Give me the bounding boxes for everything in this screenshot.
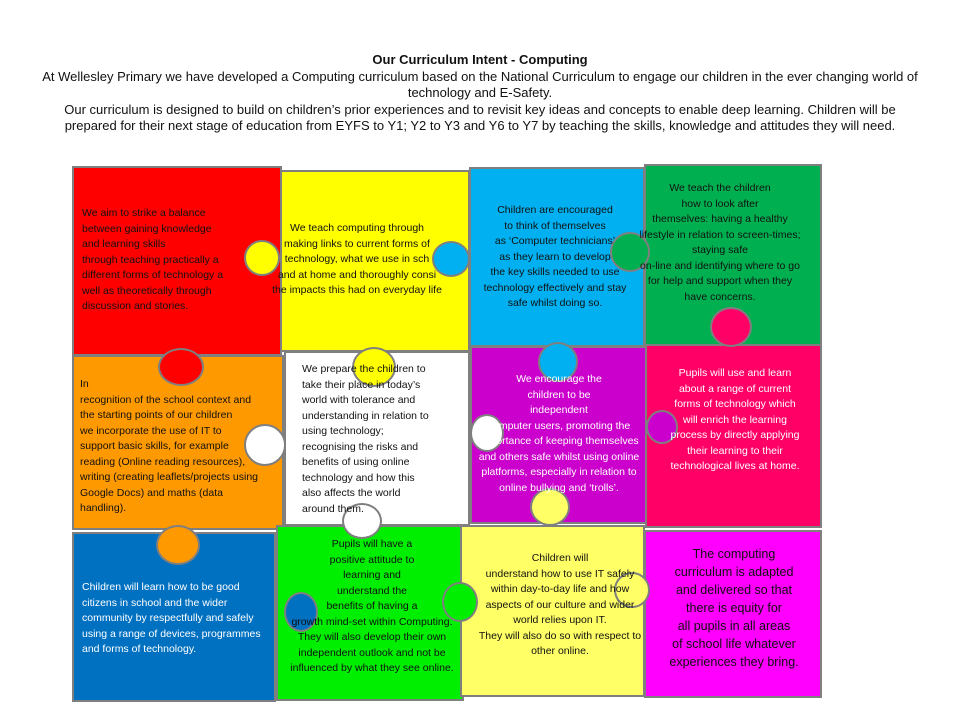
- puzzle-knob: [710, 307, 752, 347]
- puzzle-knob: [538, 342, 578, 382]
- puzzle-knob: [442, 582, 478, 622]
- piece-text-pink: Pupils will use and learn about a range …: [670, 367, 800, 472]
- puzzle-knob: [470, 414, 504, 452]
- intro-paragraph-1: At Wellesley Primary we have developed a…: [42, 68, 918, 101]
- puzzle-knob: [646, 410, 678, 444]
- piece-text-yellow-top: We teach computing through making links …: [272, 222, 442, 296]
- puzzle-knob: [530, 488, 570, 526]
- puzzle-piece-blue-bottom: [72, 532, 276, 702]
- puzzle-knob: [156, 525, 200, 565]
- puzzle-knob: [432, 241, 470, 277]
- puzzle-knob: [244, 240, 280, 276]
- puzzle-piece-lightyellow: [460, 525, 645, 697]
- piece-text-lightyellow: Children will understand how to use IT s…: [478, 552, 642, 657]
- puzzle-knob: [158, 348, 204, 386]
- piece-text-magenta: The computing curriculum is adapted and …: [669, 547, 799, 669]
- puzzle-knob: [284, 592, 318, 632]
- puzzle-knob: [352, 347, 396, 387]
- intro-paragraph-2: Our curriculum is designed to build on c…: [64, 101, 896, 134]
- puzzle-knob: [342, 503, 382, 539]
- puzzle-piece-magenta: [644, 530, 822, 698]
- piece-text-blue-top: Children are encouraged to think of them…: [483, 204, 627, 309]
- curriculum-header: Our Curriculum Intent - Computing At Wel…: [40, 52, 920, 135]
- piece-text-blue-bottom: Children will learn how to be good citiz…: [82, 581, 261, 655]
- piece-text-green-bottom: Pupils will have a positive attitude to …: [290, 538, 454, 674]
- puzzle-knob: [610, 232, 650, 272]
- piece-text-orange: In recognition of the school context and…: [80, 378, 258, 514]
- piece-text-white: We prepare the children to take their pl…: [302, 363, 429, 515]
- puzzle-knob: [244, 424, 286, 466]
- piece-text-red: We aim to strike a balance between gaini…: [82, 207, 224, 312]
- puzzle-knob: [614, 572, 650, 608]
- page-title: Our Curriculum Intent - Computing: [372, 52, 588, 67]
- piece-text-green-topright: We teach the children how to look after …: [639, 182, 801, 303]
- piece-text-purple: We encourage the children to be independ…: [478, 373, 640, 494]
